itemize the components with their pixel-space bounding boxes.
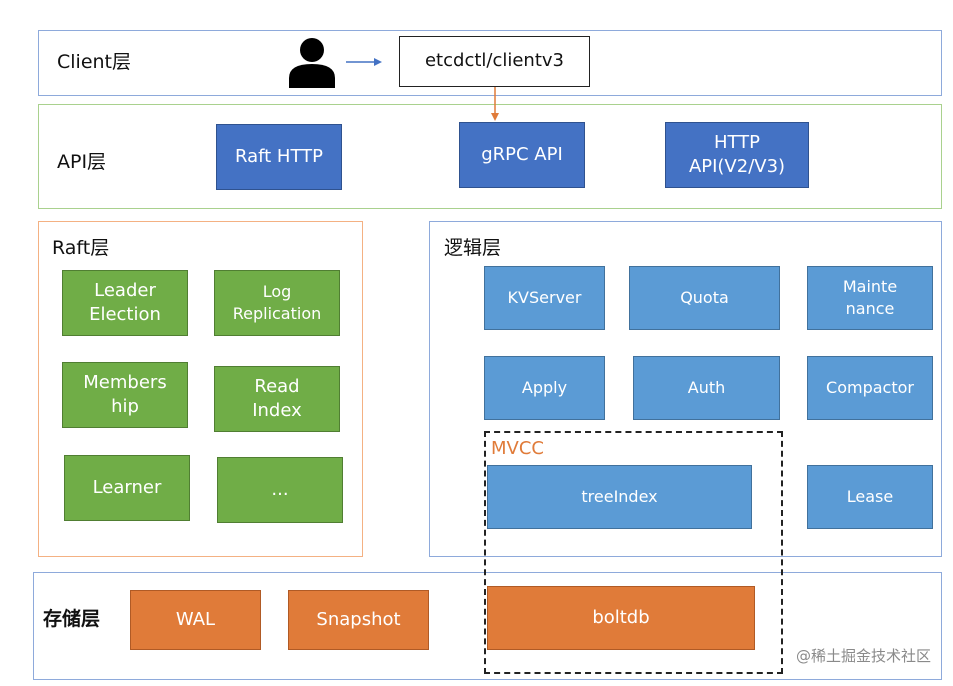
compactor-box: Compactor — [807, 356, 933, 420]
quota-box: Quota — [629, 266, 780, 330]
more-box: ... — [217, 457, 343, 523]
user-to-client-arrow — [346, 58, 382, 66]
raft-http-box: Raft HTTP — [216, 124, 342, 190]
lease-box: Lease — [807, 465, 933, 529]
auth-box: Auth — [633, 356, 780, 420]
client-box: etcdctl/clientv3 — [399, 36, 590, 87]
client-to-grpc-arrow — [491, 87, 499, 121]
mvcc-region — [484, 431, 783, 674]
logic-layer-label: 逻辑层 — [444, 237, 502, 259]
maintenance-box: Mainte nance — [807, 266, 933, 330]
snapshot-box: Snapshot — [288, 590, 429, 650]
leader-election-box: Leader Election — [62, 270, 188, 336]
membership-box: Members hip — [62, 362, 188, 428]
storage-layer-label: 存储层 — [43, 608, 101, 630]
learner-box: Learner — [64, 455, 190, 521]
boltdb-box: boltdb — [487, 586, 755, 650]
mvcc-label: MVCC — [491, 438, 544, 459]
log-replication-box: Log Replication — [214, 270, 340, 336]
user-icon — [289, 38, 335, 88]
read-index-box: Read Index — [214, 366, 340, 432]
raft-layer-label: Raft层 — [52, 237, 110, 259]
http-api-box: HTTP API(V2/V3) — [665, 122, 809, 188]
watermark: @稀土掘金技术社区 — [795, 647, 931, 665]
grpc-api-box: gRPC API — [459, 122, 585, 188]
api-layer-label: API层 — [57, 151, 107, 173]
apply-box: Apply — [484, 356, 605, 420]
kvserver-box: KVServer — [484, 266, 605, 330]
client-layer-label: Client层 — [57, 51, 132, 73]
tree-index-box: treeIndex — [487, 465, 752, 529]
wal-box: WAL — [130, 590, 261, 650]
